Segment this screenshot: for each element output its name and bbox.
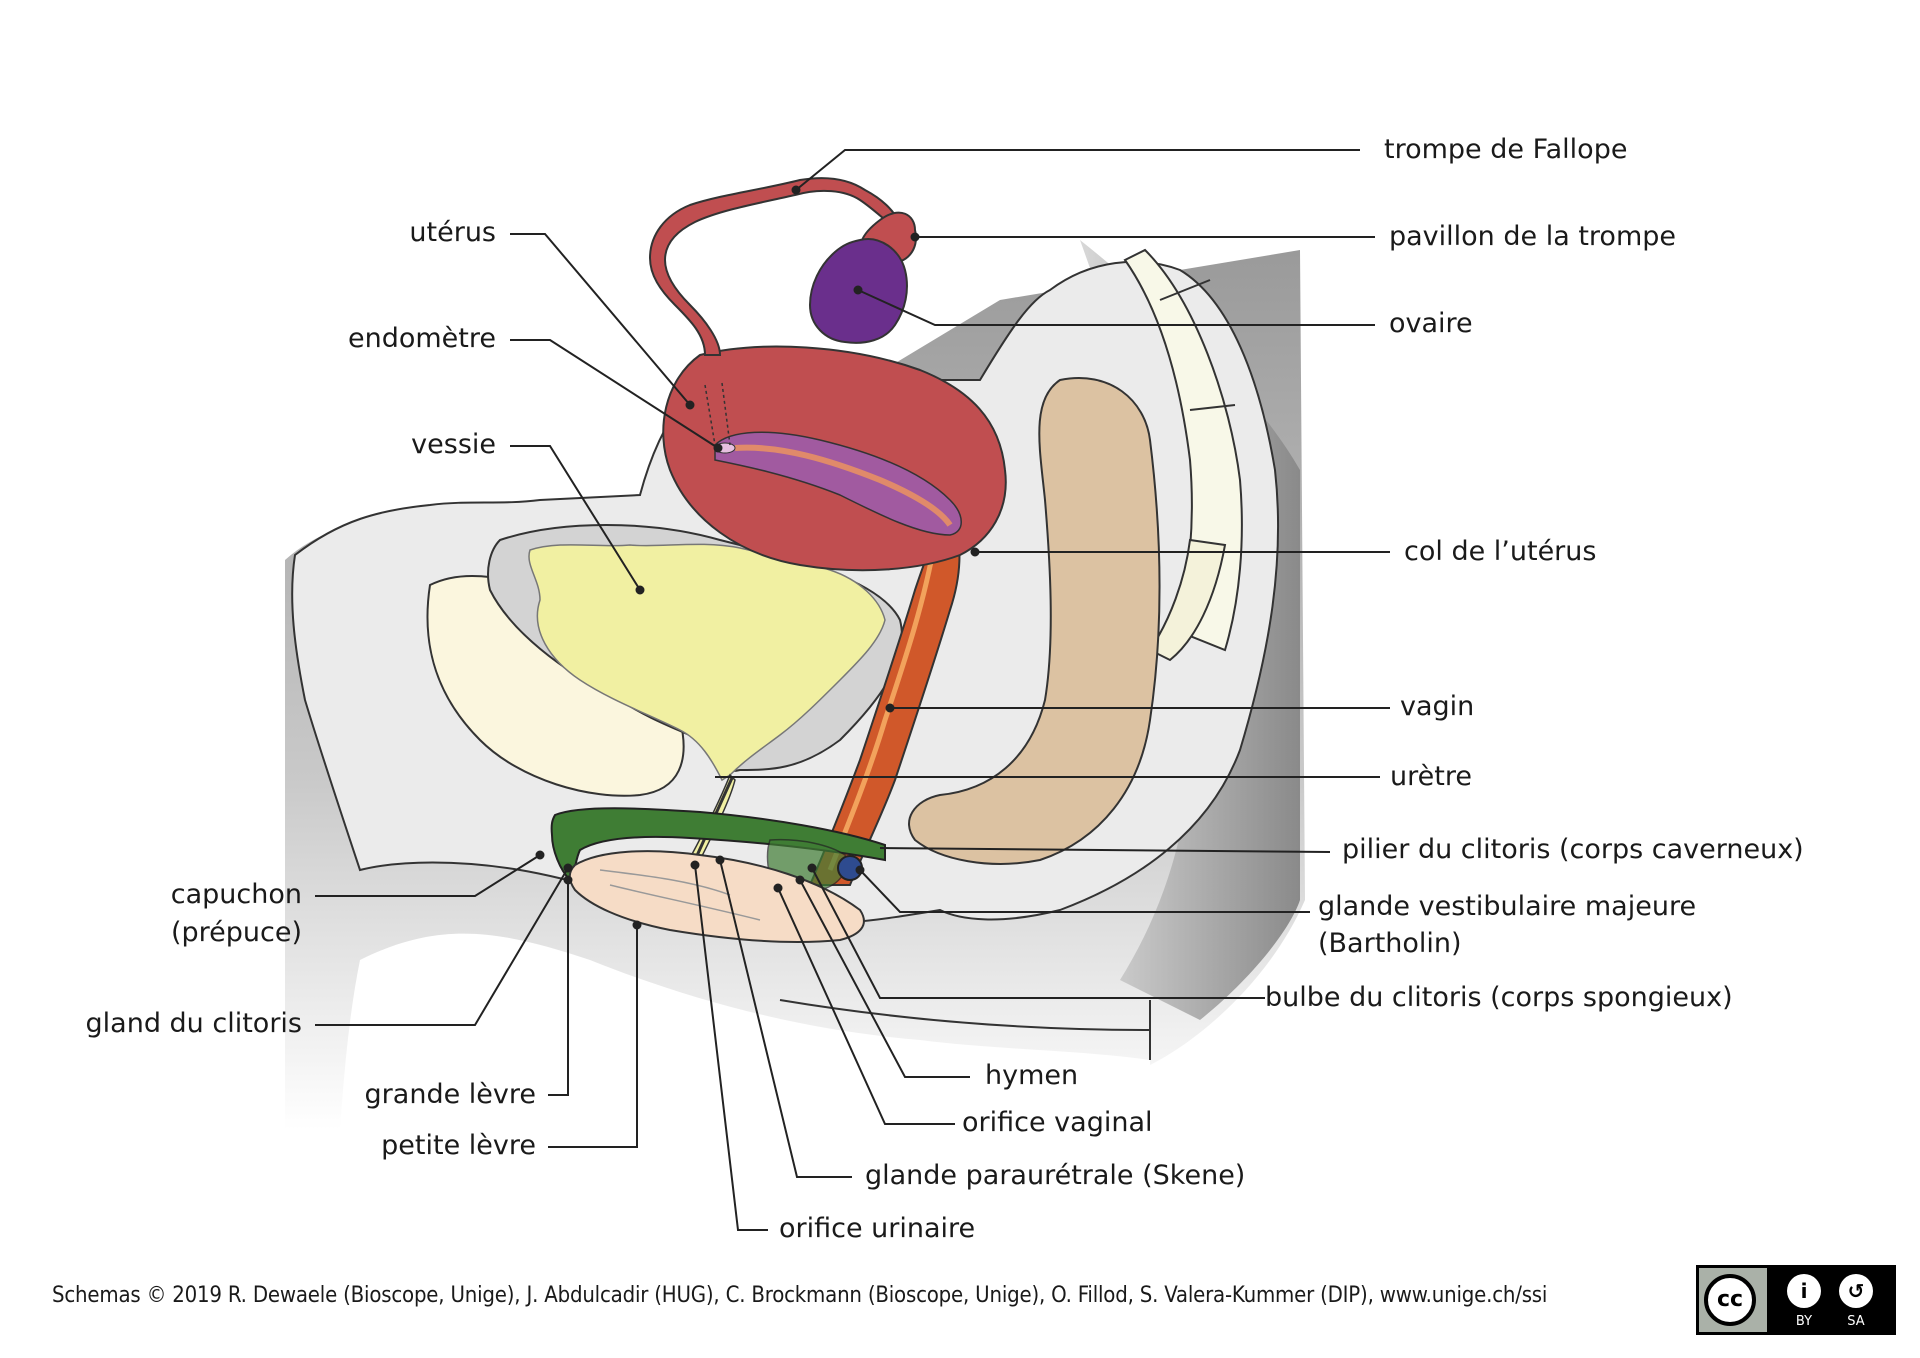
leader-dot-col bbox=[970, 547, 980, 557]
leader-dot-vessie bbox=[635, 585, 645, 595]
label-orifice-vaginal: orifice vaginal bbox=[962, 1107, 1153, 1138]
leader-dot-endometre bbox=[713, 443, 723, 453]
endometrium bbox=[714, 431, 962, 536]
leader-gland bbox=[315, 867, 569, 1026]
sacrum bbox=[1123, 248, 1243, 662]
leader-hymen bbox=[799, 879, 970, 1078]
leader-grande-levre bbox=[548, 880, 569, 1096]
label-gland: gland du clitoris bbox=[85, 1008, 302, 1039]
leader-dot-hymen bbox=[795, 875, 805, 885]
label-bulbe: bulbe du clitoris (corps spongieux) bbox=[1265, 982, 1733, 1013]
label-bartholin-1: glande vestibulaire majeure bbox=[1318, 891, 1697, 922]
leader-vessie bbox=[510, 445, 641, 591]
cc-license-badge[interactable]: cc i ↺ BY SA bbox=[1696, 1265, 1896, 1335]
label-capuchon-1: capuchon bbox=[170, 879, 302, 910]
label-trompe: trompe de Fallope bbox=[1384, 134, 1628, 165]
leader-dot-grande-levre bbox=[563, 875, 573, 885]
leader-dot-ovaire bbox=[853, 285, 863, 295]
share-alike-icon: ↺ bbox=[1839, 1274, 1873, 1308]
leader-dot-vagin bbox=[885, 703, 895, 713]
label-vagin: vagin bbox=[1400, 691, 1475, 722]
clitoris-crus bbox=[550, 807, 886, 882]
label-pilier: pilier du clitoris (corps caverneux) bbox=[1342, 834, 1804, 865]
cc-badge-dark bbox=[1767, 1268, 1893, 1332]
leader-capuchon bbox=[315, 854, 541, 897]
label-pavillon: pavillon de la trompe bbox=[1389, 221, 1677, 252]
label-ovaire: ovaire bbox=[1389, 308, 1473, 339]
leader-dot-uterus bbox=[685, 400, 695, 410]
leader-dot-orifice-urinaire bbox=[690, 860, 700, 870]
labia bbox=[568, 850, 865, 943]
leader-pilier bbox=[879, 847, 1331, 853]
leader-uterus bbox=[510, 233, 691, 406]
leader-skene bbox=[719, 859, 852, 1178]
label-petite-levre: petite lèvre bbox=[381, 1130, 536, 1161]
label-grande-levre: grande lèvre bbox=[364, 1079, 536, 1110]
bladder bbox=[528, 543, 886, 782]
leader-dot-bulbe bbox=[807, 863, 817, 873]
leader-lines bbox=[315, 149, 1390, 1231]
label-capuchon-2: (prépuce) bbox=[170, 917, 302, 948]
label-endometre: endomètre bbox=[348, 323, 496, 354]
label-col: col de l’utérus bbox=[1404, 536, 1597, 567]
leader-dot-gland bbox=[563, 863, 573, 873]
label-uterus: utérus bbox=[409, 217, 496, 248]
label-hymen: hymen bbox=[985, 1060, 1079, 1091]
by-text: BY bbox=[1795, 1314, 1813, 1329]
leader-dot-orifice-vaginal bbox=[773, 883, 783, 893]
label-bartholin-2: (Bartholin) bbox=[1318, 928, 1462, 959]
leader-dot-bartholin bbox=[855, 865, 865, 875]
leader-trompe bbox=[795, 149, 1360, 191]
leader-orifice-vaginal bbox=[777, 887, 955, 1125]
leader-ovaire bbox=[857, 289, 1375, 326]
leader-orifice-urinaire bbox=[694, 864, 768, 1231]
leader-endometre bbox=[510, 339, 719, 449]
cc-icon: cc bbox=[1704, 1274, 1756, 1326]
leader-bulbe bbox=[811, 867, 1265, 999]
rectum bbox=[908, 377, 1161, 865]
leader-petite-levre bbox=[548, 925, 638, 1148]
label-uretre: urètre bbox=[1390, 761, 1472, 792]
leader-bartholin bbox=[859, 869, 1310, 913]
leader-dot-skene bbox=[715, 855, 725, 865]
leader-dot-petite-levre bbox=[632, 920, 642, 930]
leader-dot-capuchon bbox=[535, 850, 545, 860]
by-attribution-icon: i bbox=[1787, 1274, 1821, 1308]
leader-dot-trompe bbox=[791, 185, 801, 195]
sa-text: SA bbox=[1847, 1314, 1865, 1329]
label-vessie: vessie bbox=[411, 429, 496, 460]
label-skene: glande paraurétrale (Skene) bbox=[865, 1160, 1246, 1191]
credit-line: Schemas © 2019 R. Dewaele (Bioscope, Uni… bbox=[52, 1283, 1548, 1308]
leader-dot-pavillon bbox=[910, 232, 920, 242]
label-orifice-urinaire: orifice urinaire bbox=[779, 1213, 976, 1244]
